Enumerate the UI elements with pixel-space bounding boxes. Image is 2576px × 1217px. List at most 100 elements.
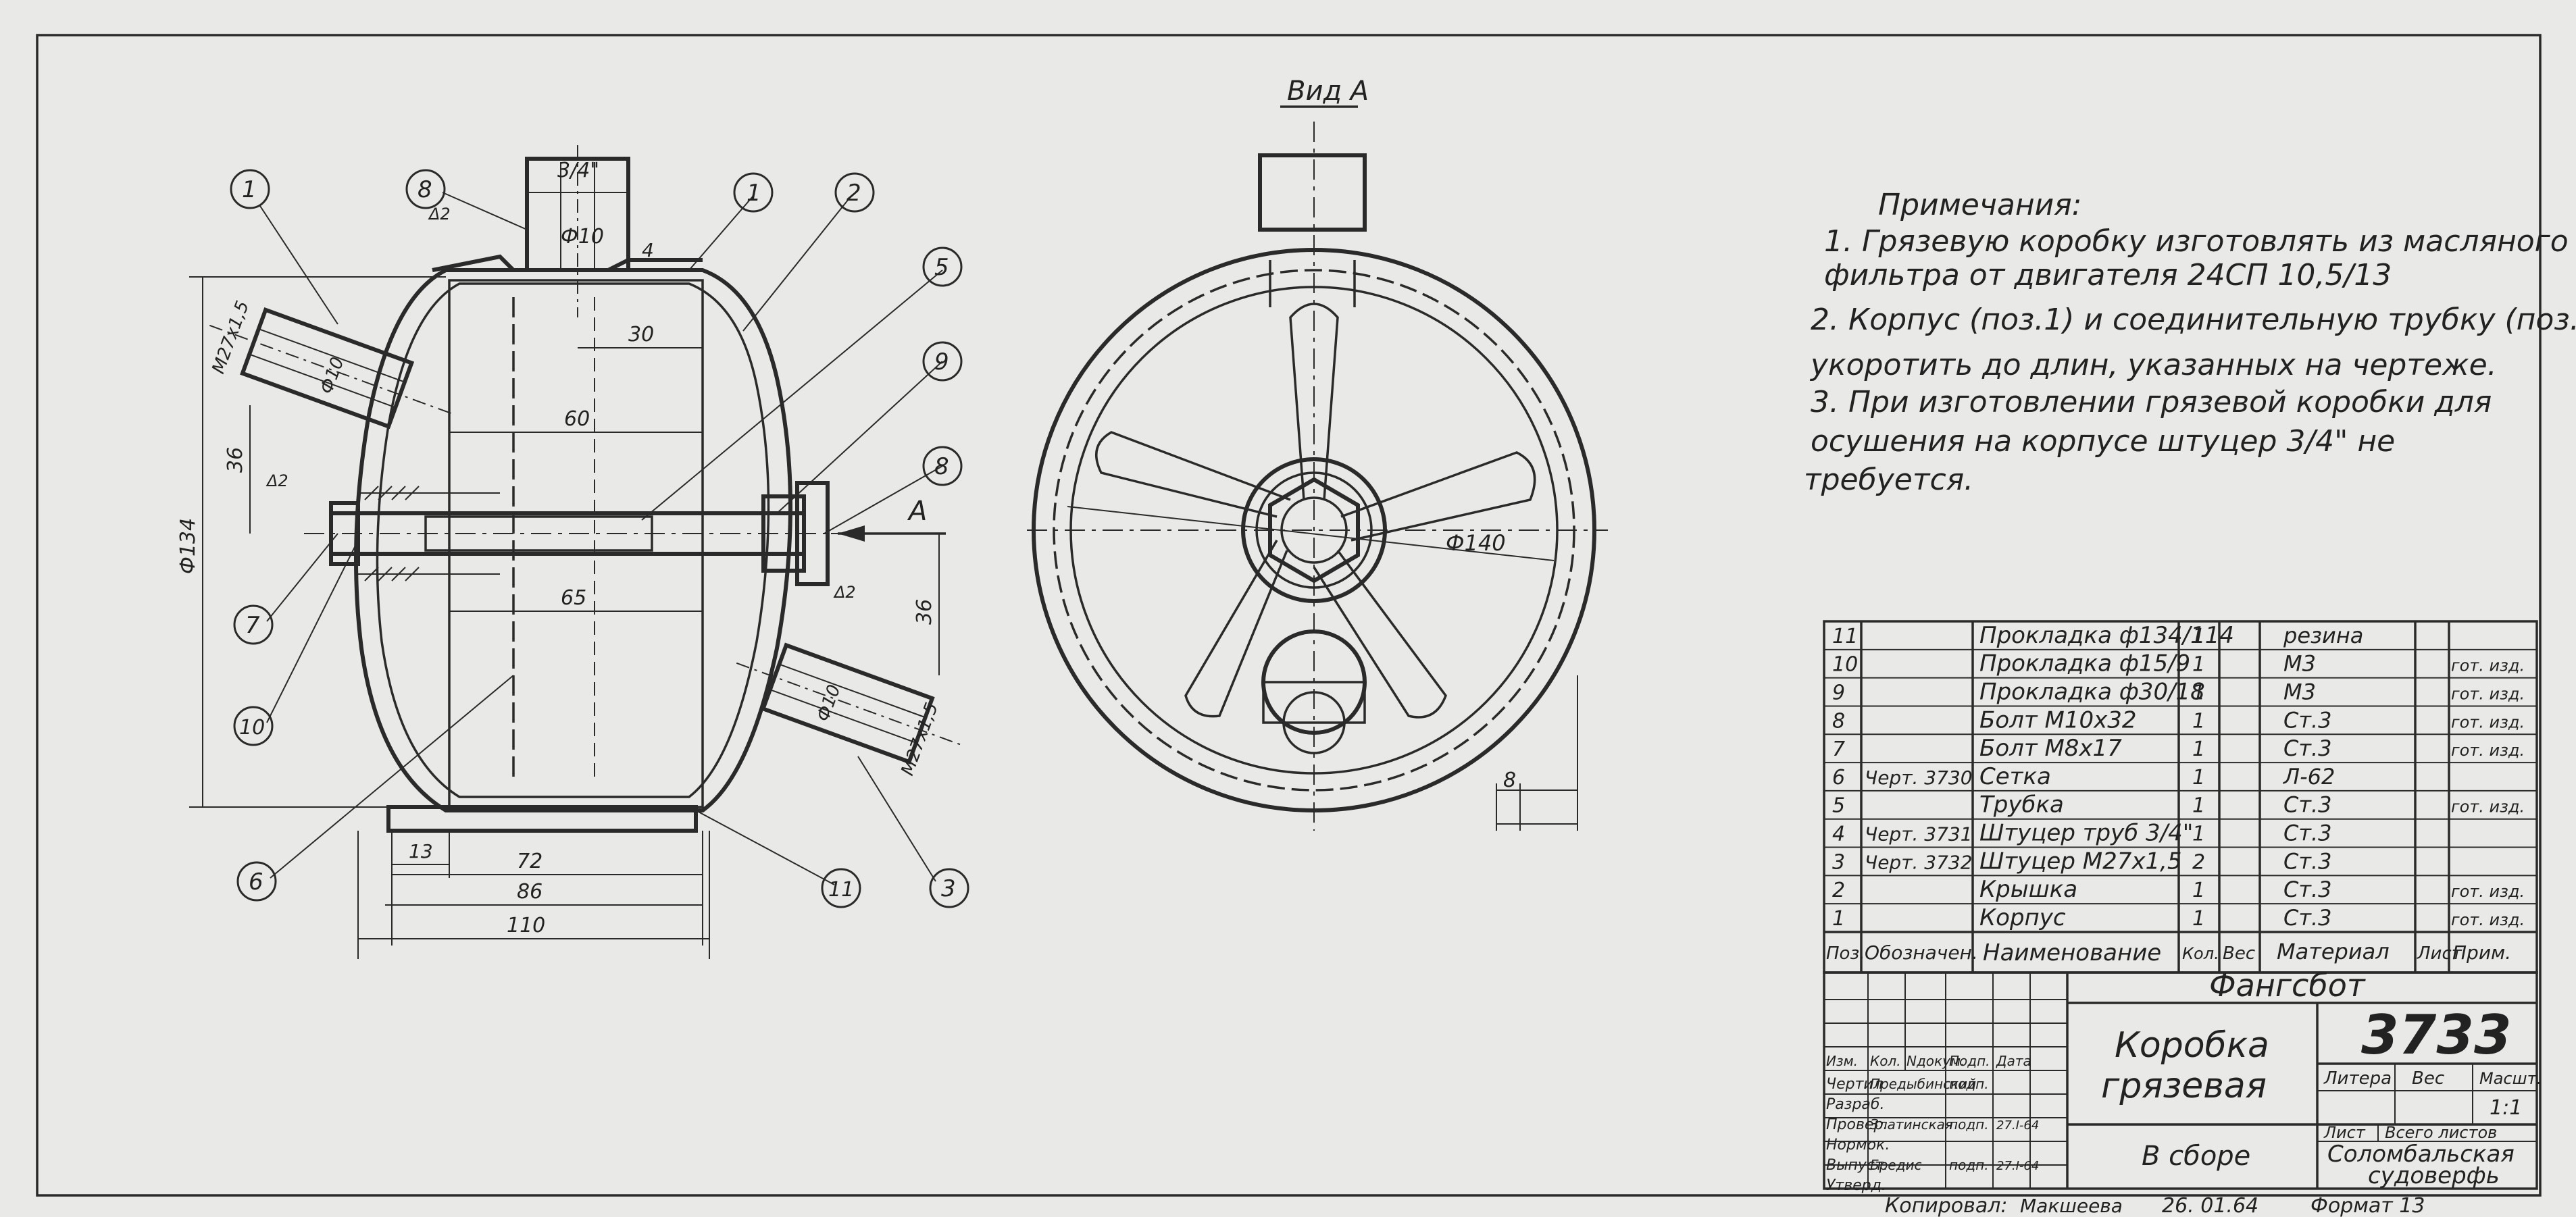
col-qty: Кол. (2182, 944, 2219, 963)
stamp-role: Чертил (1826, 1076, 1883, 1093)
table-cell-designation: Черт. 3732 (1865, 851, 1973, 873)
stamp-name: Бредис (1870, 1157, 1922, 1173)
table-cell-pos: 10 (1832, 653, 1858, 677)
table-cell-designation: Черт. 3731 (1865, 823, 1973, 846)
scale-value: 1:1 (2490, 1096, 2522, 1120)
dim-4: 4 (642, 239, 654, 261)
col-name: Наименование (1983, 939, 2161, 966)
table-cell-pos: 9 (1832, 681, 1845, 704)
table-cell-qty: 1 (2192, 625, 2205, 648)
sheets-label: Всего листов (2385, 1123, 2497, 1142)
table-cell-name: Штуцер труб 3/4" (1979, 820, 2193, 847)
table-cell-note: гот. изд. (2451, 713, 2525, 731)
stamp-role: Нормок. (1826, 1137, 1890, 1154)
svg-text:8: 8 (418, 176, 432, 203)
dim-134: Ф134 (176, 518, 200, 574)
title-line-1: Коробка (2115, 1025, 2269, 1066)
dim-13: 13 (409, 840, 433, 862)
dim-72: 72 (517, 850, 542, 873)
dim-36-left: 36 (224, 447, 247, 473)
col-designation: Обозначен. (1865, 941, 1978, 964)
stamp-role: Утверд. (1826, 1177, 1886, 1194)
stamp-date: 27.I-64 (1996, 1159, 2039, 1173)
view-a: Вид А Ф140 8 (1027, 76, 1608, 831)
table-cell-name: Прокладка ф15/9 (1979, 650, 2190, 677)
svg-text:1: 1 (747, 180, 761, 207)
factory-line-2: судоверфь (2368, 1162, 2500, 1189)
stamp-role: Провер. (1826, 1116, 1888, 1133)
note-line-2: фильтра от двигателя 24СП 10,5/13 (1824, 258, 2392, 292)
callout-7: 7 (233, 604, 274, 645)
note-line-1: 1. Грязевую коробку изготовлять из масля… (1824, 224, 2569, 259)
table-cell-name: Болт М8х17 (1979, 735, 2122, 762)
note-line-7: требуется. (1804, 463, 1973, 497)
svg-text:11: 11 (828, 878, 854, 902)
table-cell-qty: 1 (2192, 823, 2205, 846)
view-a-label: Вид А (1287, 76, 1369, 107)
title-line-2: грязевая (2101, 1066, 2267, 1106)
dim-pipe-thread: 3/4" (557, 159, 599, 182)
table-cell-pos: 3 (1832, 850, 1845, 874)
table-cell-qty: 1 (2192, 879, 2205, 902)
org-top: Фангсбот (2209, 967, 2366, 1004)
col-sheet: Лист (2417, 943, 2463, 964)
callout-3-left: 1 (230, 169, 270, 209)
dim-30: 30 (628, 323, 654, 346)
table-cell-name: Трубка (1979, 792, 2064, 819)
table-cell-pos: 2 (1832, 879, 1845, 902)
masht-label: Масшт. (2479, 1069, 2542, 1088)
view-arrow-label: А (907, 496, 927, 527)
table-cell-pos: 6 (1832, 766, 1845, 789)
table-cell-pos: 8 (1832, 709, 1845, 733)
table-cell-material: Ст.3 (2283, 735, 2332, 761)
table-cell-pos: 1 (1832, 907, 1845, 931)
table-cell-material: Ст.3 (2283, 848, 2332, 874)
table-cell-note: гот. изд. (2451, 684, 2525, 703)
table-cell-designation: Черт. 3730 (1865, 767, 1973, 789)
stamp-ndok: Nдокум. (1906, 1053, 1965, 1069)
table-cell-name: Корпус (1979, 904, 2066, 931)
table-cell-name: Сетка (1979, 763, 2051, 790)
dim-8: 8 (1503, 769, 1516, 792)
callout-11: 11 (821, 868, 861, 908)
table-cell-note: гот. изд. (2451, 741, 2525, 760)
col-weight: Вес (2223, 943, 2255, 964)
table-cell-material: М3 (2283, 651, 2316, 677)
stamp-date: 27.I-64 (1996, 1118, 2039, 1133)
table-cell-material: Ст.3 (2283, 905, 2332, 931)
table-cell-material: Ст.3 (2283, 877, 2332, 902)
dim-36-right: 36 (913, 599, 936, 625)
svg-text:8: 8 (934, 453, 949, 480)
table-cell-material: Ст.3 (2283, 707, 2332, 733)
col-note: Прим. (2452, 941, 2511, 964)
dim-140: Ф140 (1446, 530, 1506, 556)
drawing-number: 3733 (2361, 1004, 2512, 1066)
table-cell-name: Штуцер М27х1,5 (1979, 848, 2182, 875)
svg-text:9: 9 (934, 348, 949, 376)
callout-2: 2 (834, 172, 875, 213)
dim-65: 65 (561, 586, 586, 610)
stamp-sign: подп. (1949, 1076, 1989, 1092)
callout-5: 5 (922, 247, 963, 287)
sheet-label: Лист (2323, 1123, 2366, 1142)
table-cell-note: гот. изд. (2451, 798, 2525, 817)
dim-60: 60 (564, 407, 590, 431)
svg-text:10: 10 (239, 716, 265, 740)
notes-title: Примечания: (1878, 188, 2082, 222)
svg-text:3: 3 (941, 875, 956, 902)
col-pos: Поз. (1826, 943, 1865, 964)
callout-9: 9 (922, 341, 963, 382)
stamp-role: Выпуст. (1826, 1157, 1888, 1174)
stamp-role: Разраб. (1826, 1096, 1884, 1113)
litera-label: Литера (2323, 1068, 2392, 1089)
note-line-5: 3. При изготовлении грязевой коробки для (1811, 385, 2492, 419)
table-cell-material: Ст.3 (2283, 821, 2332, 846)
svg-text:2: 2 (847, 180, 861, 207)
callout-3-right: 3 (929, 868, 969, 908)
callout-1: 1 (733, 172, 774, 213)
note-line-6: осушения на корпусе штуцер 3/4" не (1811, 424, 2395, 459)
table-cell-qty: 2 (2192, 850, 2205, 874)
table-cell-material: Ст.3 (2283, 792, 2332, 818)
copied-by: Макшеева (2020, 1195, 2123, 1217)
